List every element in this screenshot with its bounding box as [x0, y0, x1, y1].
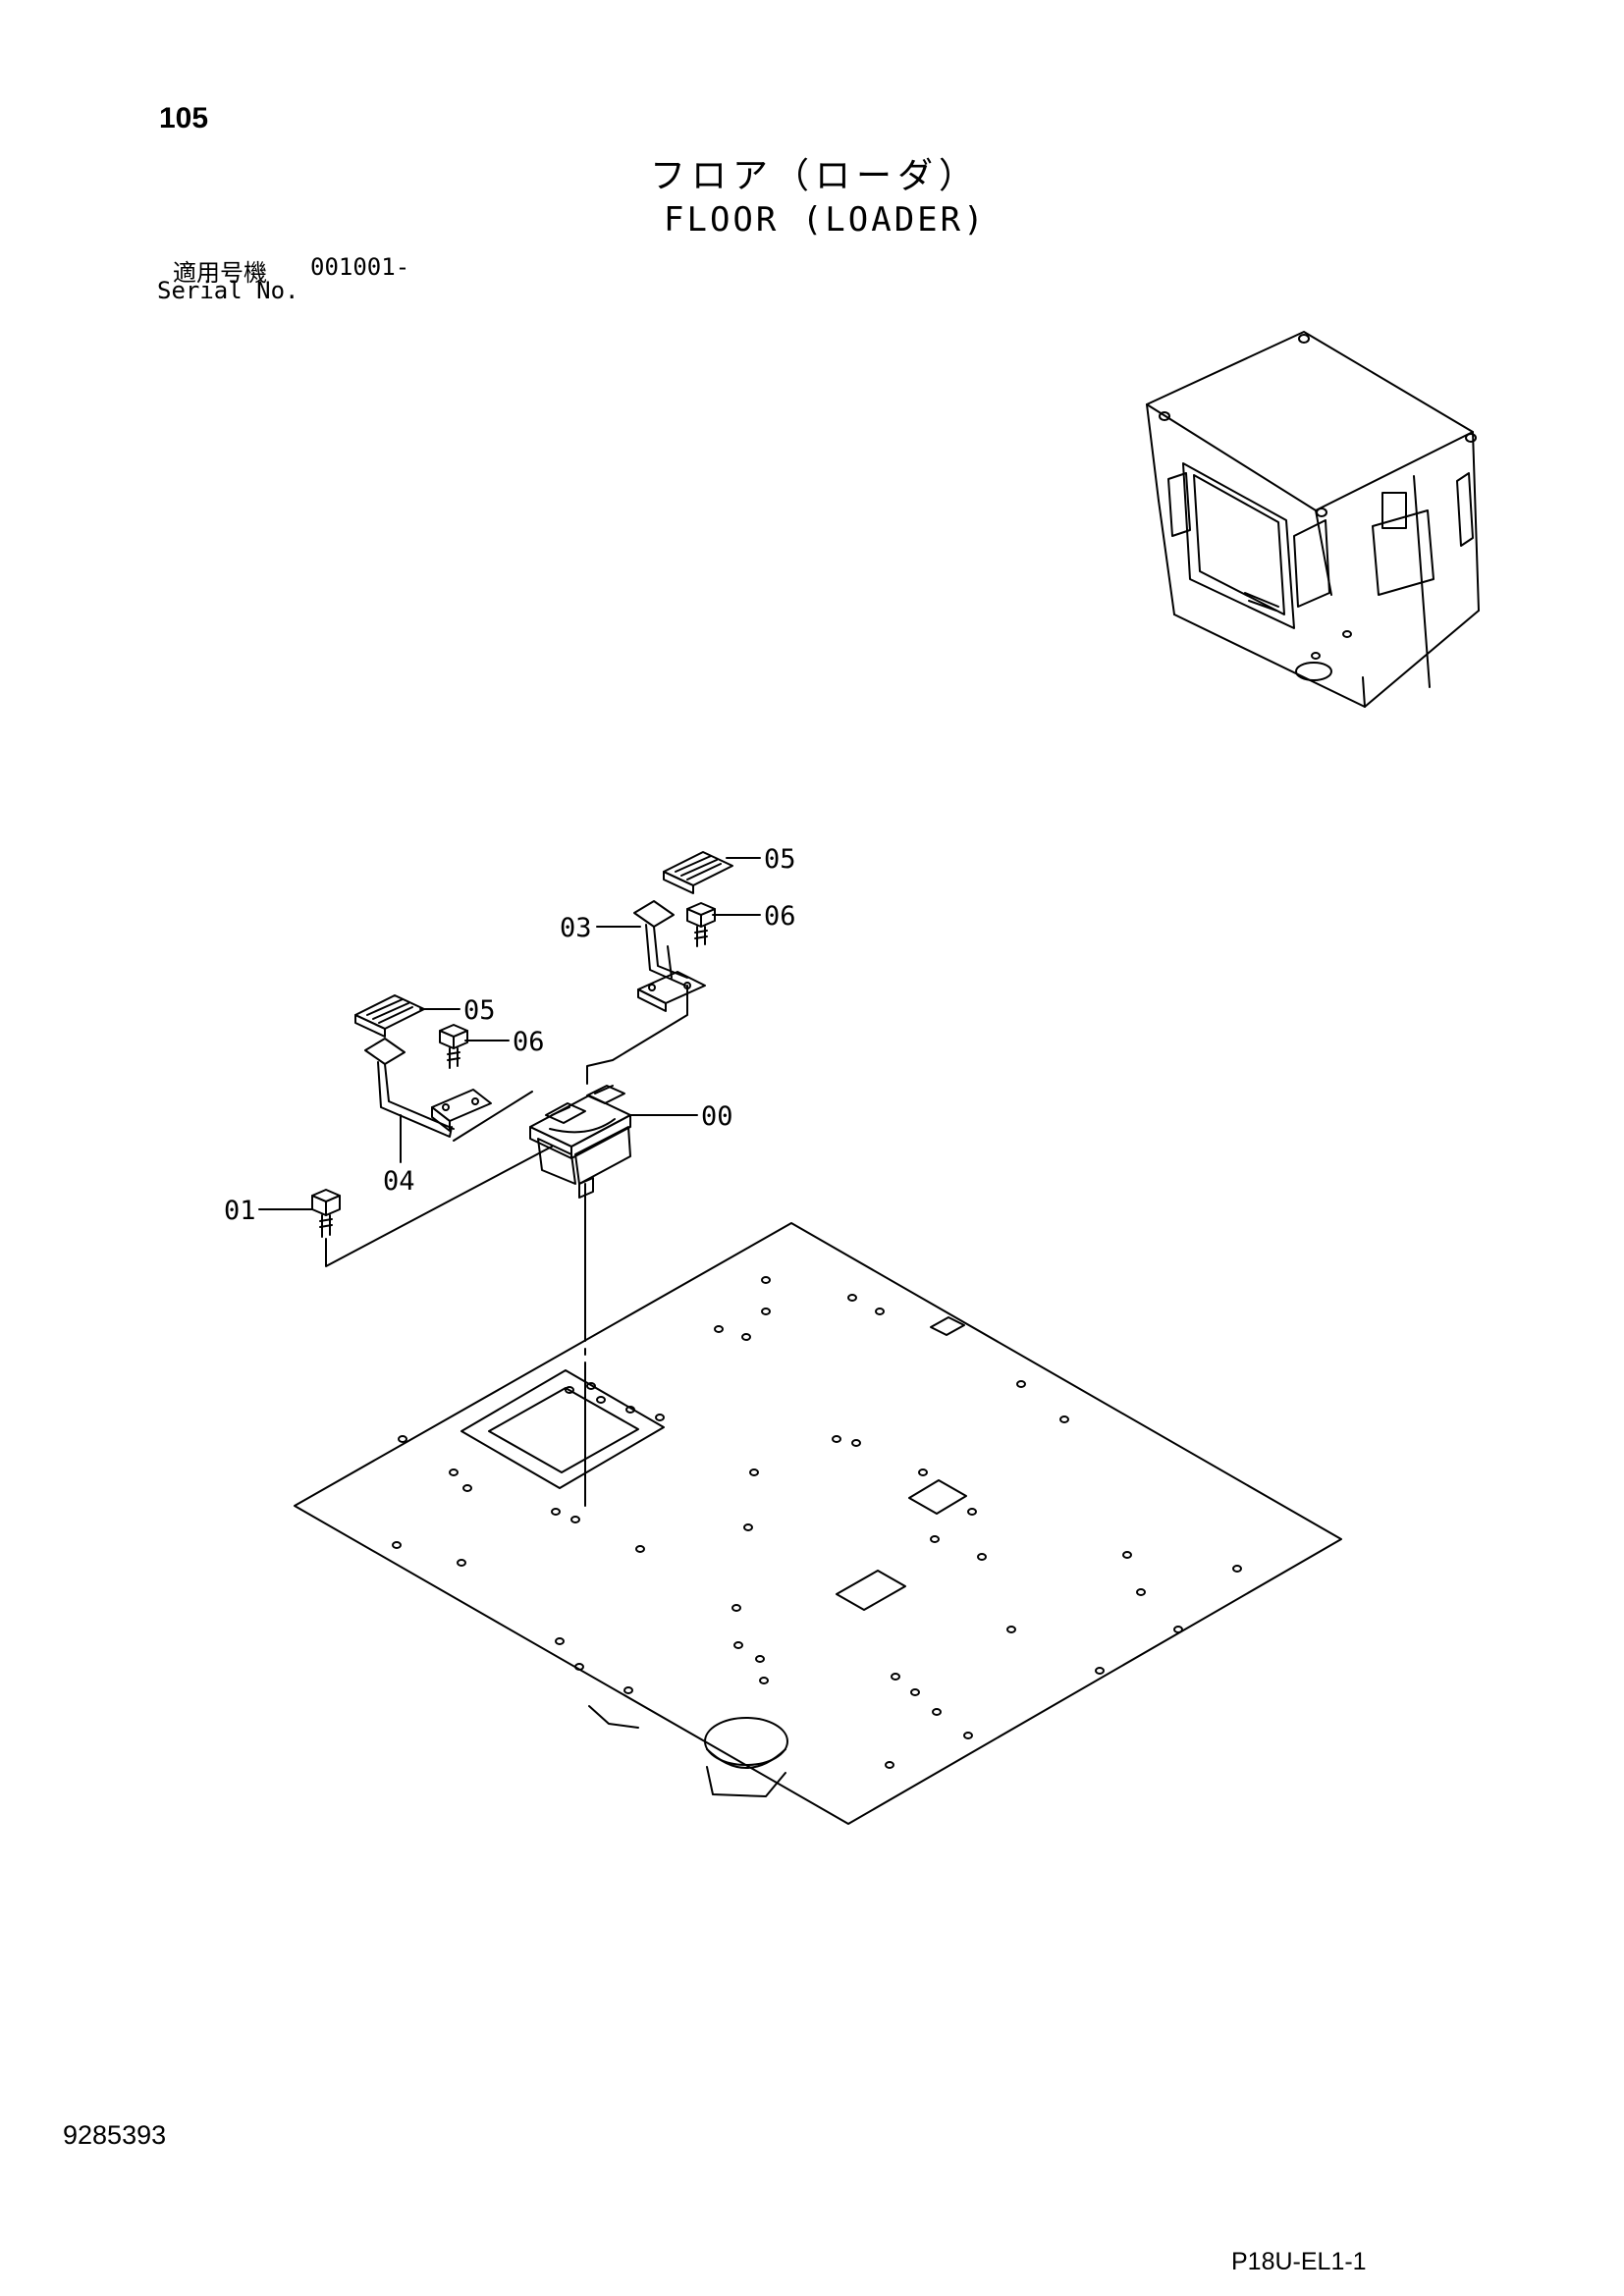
bolt-hole [1136, 1588, 1146, 1596]
bolt-hole [733, 1641, 743, 1649]
bolt-hole [635, 1545, 645, 1553]
callout-leaders [258, 857, 761, 1210]
bolt-hole [462, 1484, 472, 1492]
pedal-pad-05-left [354, 994, 425, 1038]
bolt-hole [832, 1435, 841, 1443]
assembly-lines [325, 985, 688, 1507]
bolt-hole [392, 1541, 402, 1549]
bolt-01 [311, 1189, 341, 1238]
serial-label-japanese: 適用号機 [173, 259, 267, 287]
bolt-hole [977, 1553, 987, 1561]
bolt-hole [761, 1308, 771, 1315]
bolt-hole [741, 1333, 751, 1341]
bolt-hole [1173, 1626, 1183, 1633]
bolt-hole [731, 1604, 741, 1612]
bolt-hole [1095, 1667, 1105, 1675]
bolt-hole [1232, 1565, 1242, 1573]
bolt-hole [875, 1308, 885, 1315]
pedal-assembly-00 [529, 1085, 631, 1199]
bolt-hole [963, 1732, 973, 1739]
page-code: P18U-EL1-1 [1231, 2248, 1367, 2275]
bolt-hole [932, 1708, 942, 1716]
bolt-hole [1006, 1626, 1016, 1633]
bolt-hole [457, 1559, 466, 1567]
serial-range: 001001- [310, 253, 410, 281]
cab-overview-illustration [1146, 331, 1480, 708]
callout-05-lower: 05 [463, 995, 496, 1026]
callout-06-upper: 06 [764, 901, 796, 932]
serial-label-english: Serial No. [157, 277, 299, 304]
bolt-hole [930, 1535, 940, 1543]
bolt-hole [885, 1761, 894, 1769]
pedal-bracket-04 [364, 1038, 492, 1138]
bolt-hole [1122, 1551, 1132, 1559]
page-title-english: FLOOR (LOADER) [664, 200, 987, 240]
pedal-pad-05-right [663, 851, 733, 894]
drawing-number: 9285393 [63, 2120, 167, 2150]
bolt-hole [967, 1508, 977, 1516]
bolt-hole [625, 1406, 635, 1414]
bolt-hole [551, 1508, 561, 1516]
callout-01: 01 [224, 1196, 256, 1226]
bolt-hole [918, 1468, 928, 1476]
page-title-japanese: フロア（ローダ） [650, 156, 981, 196]
callout-03: 03 [560, 913, 592, 943]
bolt-hole [910, 1688, 920, 1696]
bolt-hole [565, 1386, 574, 1394]
callout-00: 00 [701, 1101, 733, 1132]
bolt-06-left [439, 1024, 468, 1069]
floor-plate-holes [392, 1276, 1242, 1769]
bolt-hole [749, 1468, 759, 1476]
callout-06-lower: 06 [513, 1027, 545, 1057]
floor-plate [294, 1222, 1342, 1825]
bolt-hole [714, 1325, 724, 1333]
callout-labels: 05 06 03 05 06 00 04 01 [224, 844, 796, 1226]
bolt-hole [1016, 1380, 1026, 1388]
callout-04: 04 [383, 1166, 415, 1197]
bolt-hole [755, 1655, 765, 1663]
bolt-hole [555, 1637, 565, 1645]
bolt-hole [586, 1382, 596, 1390]
bolt-06-right [686, 902, 716, 947]
bolt-hole [655, 1414, 665, 1421]
callout-05-upper: 05 [764, 844, 796, 875]
bolt-hole [449, 1468, 459, 1476]
bolt-hole [847, 1294, 857, 1302]
bolt-hole [570, 1516, 580, 1523]
bolt-hole [574, 1663, 584, 1671]
page-number: 105 [159, 102, 209, 134]
bolt-hole [623, 1686, 633, 1694]
bolt-hole [743, 1523, 753, 1531]
bolt-hole [851, 1439, 861, 1447]
bolt-hole [761, 1276, 771, 1284]
bolt-hole [1059, 1415, 1069, 1423]
bolt-hole [891, 1673, 900, 1681]
bolt-hole [759, 1677, 769, 1684]
bolt-hole [596, 1396, 606, 1404]
bolt-hole [398, 1435, 407, 1443]
pedal-bracket-03 [633, 900, 706, 1012]
